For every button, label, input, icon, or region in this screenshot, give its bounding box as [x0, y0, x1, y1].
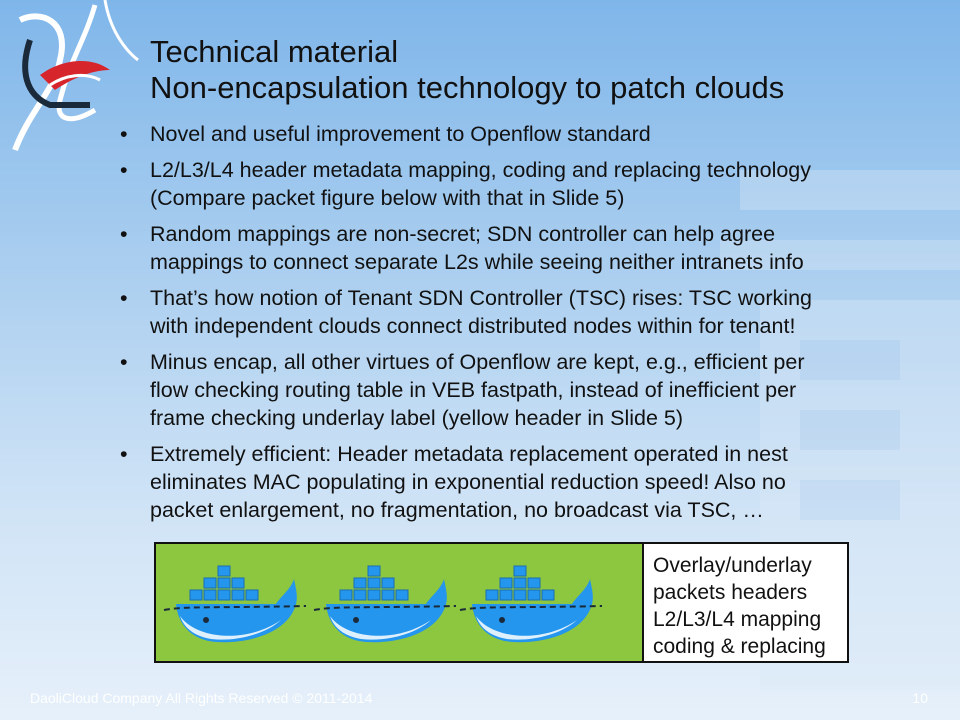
caption-line: Overlay/underlay [653, 554, 812, 577]
bullet-text: That’s how notion of Tenant SDN Controll… [150, 286, 812, 310]
docker-whales-graphic [163, 565, 603, 644]
bullet-text: flow checking routing table in VEB fastp… [150, 378, 797, 402]
bullet-item: • Random mappings are non-secret; SDN co… [114, 220, 914, 276]
bullet-item: • Novel and useful improvement to Openfl… [114, 120, 914, 148]
slide-title-line-2: Non-encapsulation technology to patch cl… [150, 70, 785, 105]
caption-line: coding & replacing [653, 635, 826, 658]
caption-line: L2/L3/L4 mapping [653, 608, 822, 631]
bullet-text: with independent clouds connect distribu… [150, 314, 796, 338]
bullet-text: Random mappings are non-secret; SDN cont… [150, 222, 776, 246]
bullet-marker: • [120, 442, 128, 466]
bullet-marker: • [120, 350, 128, 374]
bullet-text: packet enlargement, no fragmentation, no… [150, 498, 764, 522]
bullet-item: • That’s how notion of Tenant SDN Contro… [114, 284, 914, 340]
daolicloud-logo-icon [12, 0, 139, 152]
bullet-item: • L2/L3/L4 header metadata mapping, codi… [114, 156, 914, 212]
bullet-list: • Novel and useful improvement to Openfl… [114, 120, 914, 532]
slide-title-line-1: Technical material [150, 34, 399, 69]
bullet-text: L2/L3/L4 header metadata mapping, coding… [150, 158, 812, 182]
bullet-item: • Minus encap, all other virtues of Open… [114, 348, 914, 432]
bullet-item: • Extremely efficient: Header metadata r… [114, 440, 914, 524]
bullet-text: frame checking underlay label (yellow he… [150, 406, 684, 430]
bullet-text: eliminates MAC populating in exponential… [150, 470, 786, 494]
bullet-text: Extremely efficient: Header metadata rep… [150, 442, 788, 466]
docker-whale-icon [459, 565, 603, 644]
caption-line: packets headers [653, 581, 808, 604]
docker-whale-icon [163, 565, 307, 643]
bullet-marker: • [120, 122, 128, 146]
slide-title: Technical material Non-encapsulation tec… [150, 34, 940, 106]
packet-figure-graphic [156, 544, 644, 661]
packet-figure-caption: Overlay/underlay packets headers L2/L3/L… [644, 544, 847, 661]
copyright-footer: DaoliCloud Company All Rights Reserved ©… [30, 690, 373, 706]
bullet-marker: • [120, 158, 128, 182]
bullet-text: Novel and useful improvement to Openflow… [150, 122, 651, 146]
bullet-marker: • [120, 286, 128, 310]
packet-figure: Overlay/underlay packets headers L2/L3/L… [154, 542, 849, 663]
bullet-text: Minus encap, all other virtues of Openfl… [150, 350, 805, 374]
page-number: 10 [912, 690, 928, 706]
bullet-text: (Compare packet figure below with that i… [150, 186, 625, 210]
bullet-marker: • [120, 222, 128, 246]
bullet-text: mappings to connect separate L2s while s… [150, 250, 804, 274]
docker-whale-icon [313, 565, 457, 644]
